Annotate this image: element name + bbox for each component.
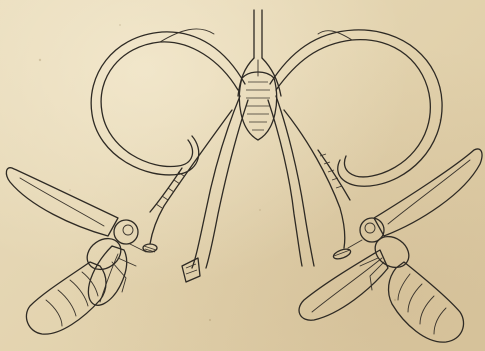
left-insect xyxy=(6,168,146,334)
right-petal-loop xyxy=(270,30,442,186)
inner-sepals xyxy=(143,96,352,282)
left-petal-loop xyxy=(91,29,245,175)
